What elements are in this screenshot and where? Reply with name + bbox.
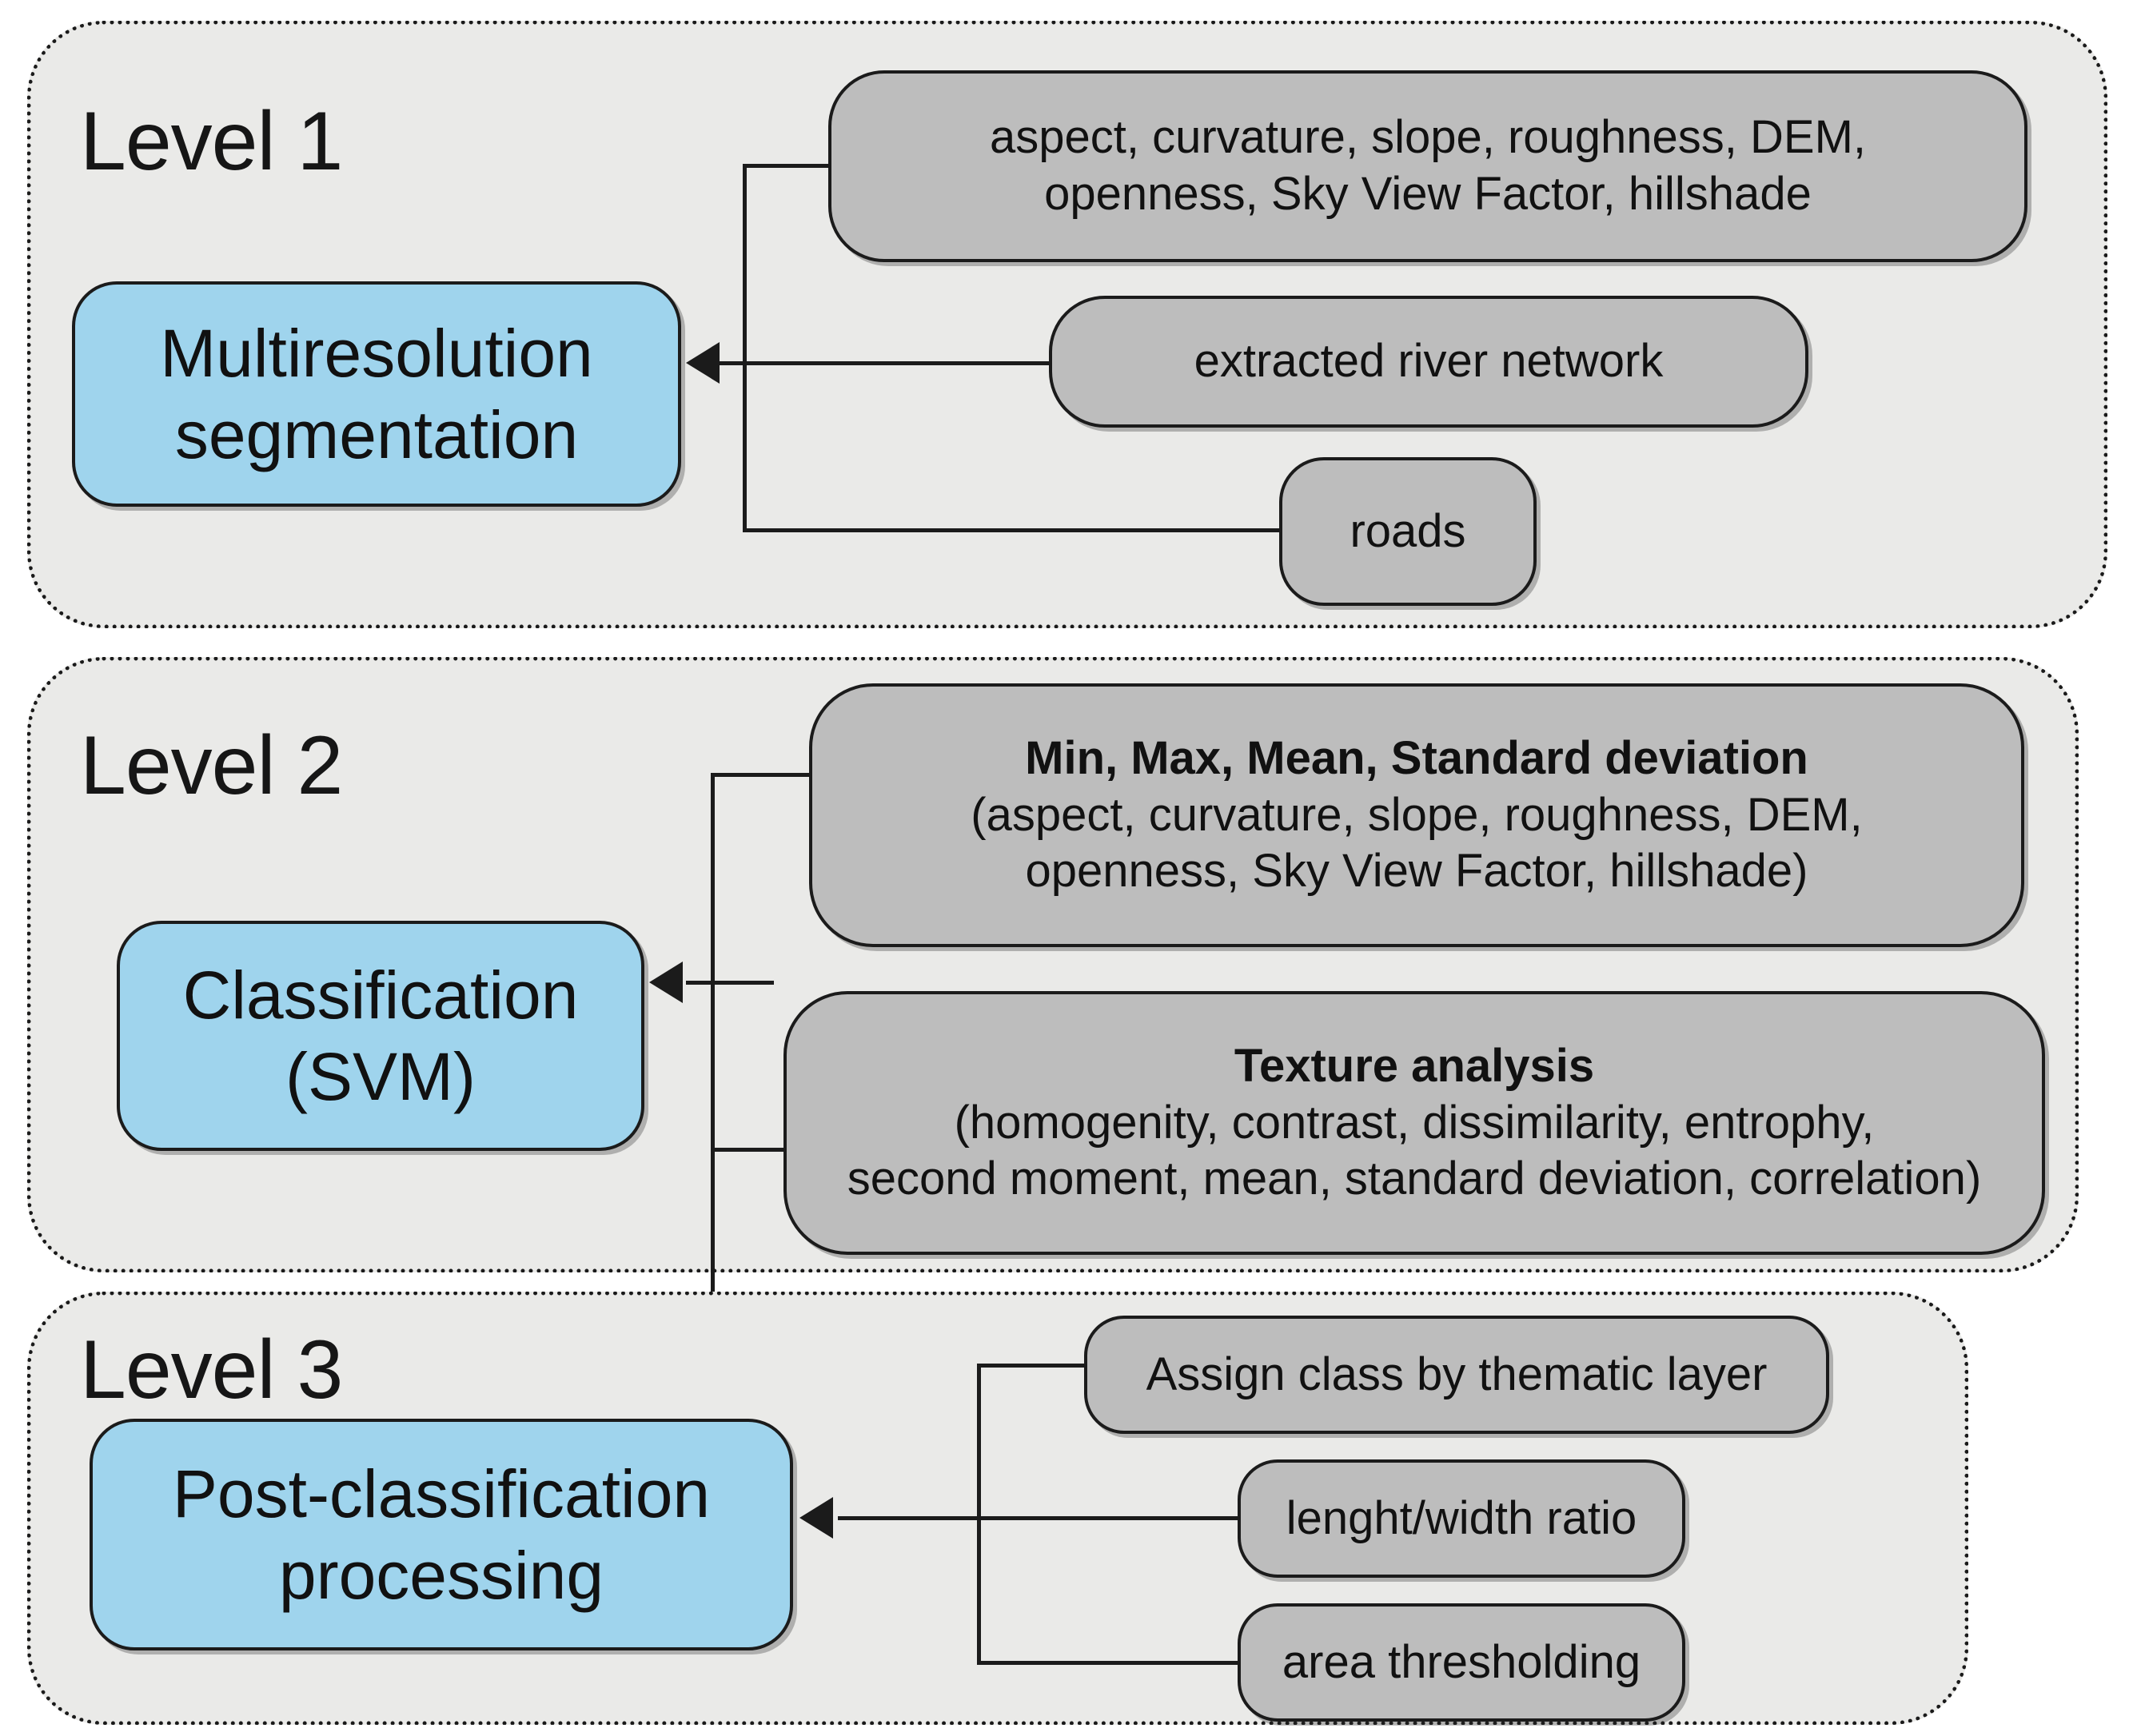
level-1-branch-middle [720, 361, 1055, 365]
level-2-process-node: Classification(SVM) [117, 921, 644, 1151]
level-3-input-node-1: Assign class by thematic layer [1084, 1316, 1829, 1434]
level-3-branch-top [977, 1364, 1089, 1368]
level-1-input-node-1: aspect, curvature, slope, roughness, DEM… [828, 70, 2027, 262]
level-1-label: Level 1 [80, 95, 343, 188]
level-1-process-line-2: segmentation [174, 397, 579, 472]
level-3-input-node-3: area thresholding [1238, 1603, 1685, 1722]
level-2-process-line-2: (SVM) [285, 1039, 476, 1114]
level-2-input-2-text: Texture analysis(homogenity, contrast, d… [787, 1038, 2042, 1208]
level-3-arrowhead [799, 1497, 833, 1539]
level-2-trunk-connector [711, 773, 715, 1424]
level-1-arrowhead [686, 342, 720, 384]
level-2-input-2-emphasis: Texture analysis [1234, 1039, 1595, 1092]
level-1-trunk-connector [743, 164, 747, 532]
level-2-label: Level 2 [80, 719, 343, 812]
level-1-input-1-line-1: aspect, curvature, slope, roughness, DEM… [989, 111, 1867, 164]
level-2-arrowhead [649, 962, 683, 1003]
level-2-input-2-line-2: second moment, mean, standard deviation,… [847, 1153, 1982, 1205]
level-2-input-1-line-2: openness, Sky View Factor, hillshade) [1025, 845, 1808, 898]
level-1-input-2-text: extracted river network [1194, 335, 1664, 388]
level-3-trunk-connector [977, 1364, 981, 1663]
level-3-branch-middle [838, 1516, 1246, 1520]
level-2-input-1-text: Min, Max, Mean, Standard deviation(aspec… [812, 731, 2021, 900]
level-1-input-node-2: extracted river network [1049, 296, 1808, 428]
level-3-process-line-1: Post-classification [172, 1455, 711, 1531]
level-1-input-1-line-2: openness, Sky View Factor, hillshade [1044, 168, 1812, 220]
level-2-input-2-line-1: (homogenity, contrast, dissimilarity, en… [954, 1096, 1875, 1149]
level-2-process-line-1: Classification [182, 957, 579, 1033]
level-3-label: Level 3 [80, 1324, 343, 1416]
level-1-branch-top [743, 164, 831, 168]
level-3-branch-bottom [977, 1661, 1246, 1665]
level-3-input-2-text: lenght/width ratio [1286, 1491, 1637, 1544]
level-1-input-node-3: roads [1279, 457, 1537, 606]
level-3-input-node-2: lenght/width ratio [1238, 1459, 1685, 1578]
level-3-input-3-text: area thresholding [1282, 1635, 1641, 1688]
level-3-process-line-2: processing [278, 1538, 604, 1613]
level-1-branch-bottom [743, 528, 1282, 532]
level-2-input-1-emphasis: Min, Max, Mean, Standard deviation [1025, 731, 1808, 784]
level-1-input-1-text: aspect, curvature, slope, roughness, DEM… [831, 109, 2024, 223]
level-2-input-1-line-1: (aspect, curvature, slope, roughness, DE… [971, 788, 1863, 841]
level-1-input-3-text: roads [1350, 504, 1466, 557]
level-2-branch-top [711, 773, 815, 777]
level-3-input-1-text: Assign class by thematic layer [1146, 1348, 1768, 1400]
level-2-process-text: Classification(SVM) [120, 954, 641, 1118]
level-2-input-node-1: Min, Max, Mean, Standard deviation(aspec… [809, 683, 2024, 947]
level-2-input-node-2: Texture analysis(homogenity, contrast, d… [783, 991, 2045, 1255]
level-1-process-line-1: Multiresolution [160, 315, 593, 391]
level-2-branch-bottom [711, 1148, 815, 1152]
level-2-branch-middle [686, 981, 774, 985]
